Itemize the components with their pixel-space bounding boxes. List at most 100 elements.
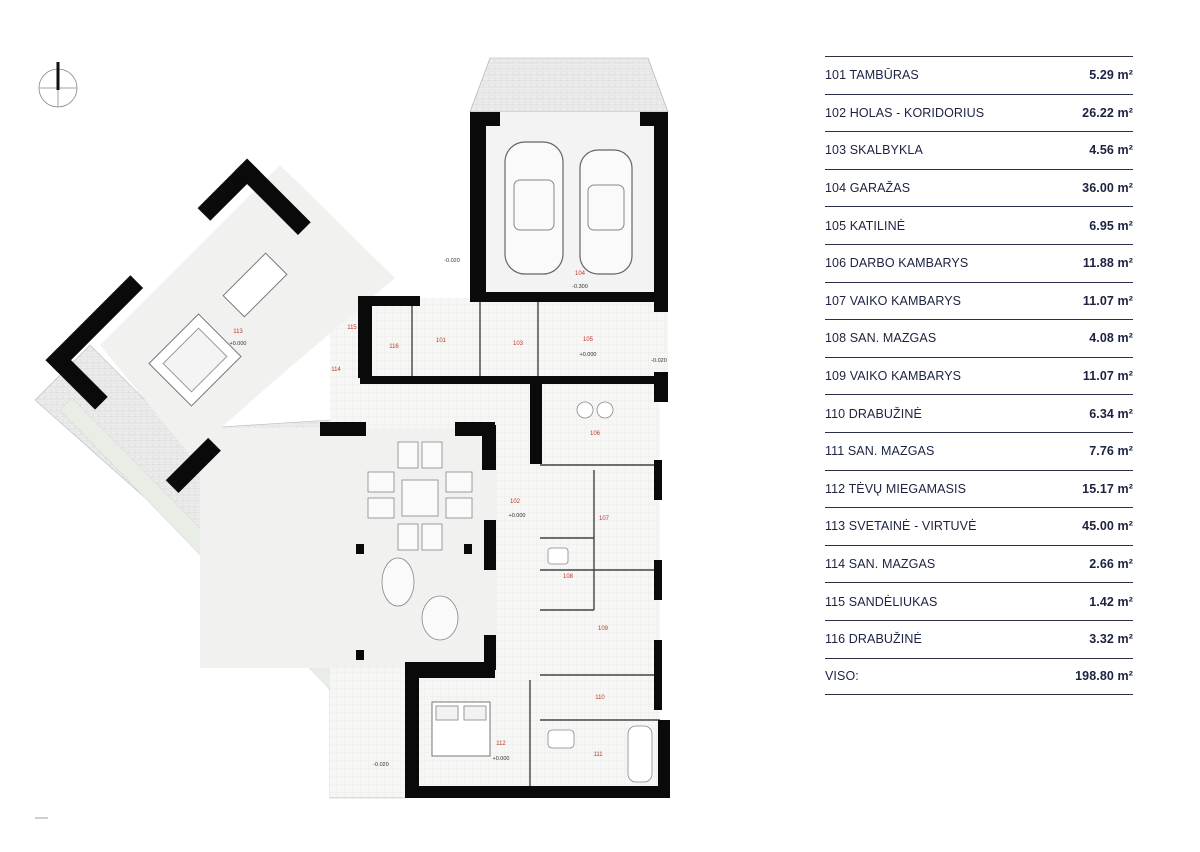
room-name: 105 KATILINĖ	[825, 218, 906, 233]
room-area-value: 11.07	[1082, 369, 1114, 384]
room-area: 3.32 m²	[1089, 632, 1133, 646]
room-area-unit: m²	[1117, 632, 1133, 647]
total-area-unit: m²	[1117, 669, 1133, 684]
room-area-value: 2.66	[1089, 557, 1114, 572]
room-area-unit: m²	[1117, 557, 1133, 572]
plan-label-105: 105	[583, 337, 594, 343]
plan-label-116: 116	[389, 344, 399, 350]
plan-label-107: 107	[599, 516, 610, 522]
room-area-value: 4.08	[1089, 331, 1114, 346]
plan-label-110: 110	[595, 695, 605, 701]
level-112: +0.000	[493, 756, 510, 762]
room-area-value: 1.42	[1089, 594, 1114, 609]
room-area-unit: m²	[1117, 594, 1133, 609]
room-row: 116 DRABUŽINĖ 3.32 m²	[825, 619, 1133, 658]
room-name: 112 TĖVŲ MIEGAMASIS	[825, 481, 967, 496]
room-row: 102 HOLAS - KORIDORIUS 26.22 m²	[825, 93, 1133, 132]
north-arrow-icon	[38, 62, 78, 108]
dining-table	[222, 252, 288, 318]
total-area-value: 198.80	[1075, 669, 1114, 684]
level-side: -0.020	[651, 358, 667, 364]
sofa-set	[148, 313, 242, 407]
plan-label-104: 104	[575, 271, 586, 277]
room-area-unit: m²	[1117, 256, 1133, 271]
room-area: 11.07 m²	[1083, 369, 1133, 383]
bed	[431, 701, 491, 757]
level-102: +0.000	[509, 513, 526, 519]
room-area: 4.56 m²	[1089, 143, 1133, 157]
room-area-value: 11.88	[1082, 256, 1114, 271]
room-area-value: 6.95	[1089, 218, 1114, 233]
room-row: 113 SVETAINĖ - VIRTUVĖ 45.00 m²	[825, 507, 1133, 545]
room-row: 109 VAIKO KAMBARYS 11.07 m²	[825, 356, 1133, 395]
plan-label-103: 103	[513, 341, 524, 347]
room-area-unit: m²	[1117, 105, 1133, 120]
room-area-unit: m²	[1117, 369, 1133, 384]
room-name: 103 SKALBYKLA	[825, 143, 923, 158]
room-name: 108 SAN. MAZGAS	[825, 331, 937, 346]
room-area-value: 7.76	[1089, 444, 1114, 459]
room-name: 114 SAN. MAZGAS	[825, 557, 936, 572]
total-area: 198.80 m²	[1075, 669, 1133, 683]
room-area: 7.76 m²	[1089, 444, 1133, 458]
room-row: 108 SAN. MAZGAS 4.08 m²	[825, 319, 1133, 357]
room-area: 45.00 m²	[1082, 519, 1133, 533]
room-name: 115 SANDĖLIUKAS	[825, 594, 938, 609]
car-right-icon	[579, 149, 633, 275]
room-row: 107 VAIKO KAMBARYS 11.07 m²	[825, 281, 1133, 320]
room-row: 115 SANDĖLIUKAS 1.42 m²	[825, 582, 1133, 620]
room-area: 26.22 m²	[1082, 106, 1133, 120]
room-area: 11.88 m²	[1083, 256, 1133, 270]
room-name: 101 TAMBŪRAS	[825, 68, 919, 83]
plan-label-108: 108	[563, 574, 574, 580]
plan-label-106: 106	[590, 431, 601, 437]
room-area: 6.95 m²	[1089, 219, 1133, 233]
plan-label-102: 102	[510, 499, 521, 505]
garage-apron	[469, 57, 669, 113]
room-name: 116 DRABUŽINĖ	[825, 632, 922, 647]
total-row: VISO:198.80 m²	[825, 657, 1133, 696]
car-left-icon	[504, 141, 564, 275]
plan-label-113: 113	[233, 329, 243, 335]
room-area-unit: m²	[1117, 143, 1133, 158]
room-area-value: 15.17	[1082, 481, 1114, 496]
room-name: 111 SAN. MAZGAS	[825, 444, 935, 459]
room-area-unit: m²	[1117, 481, 1133, 496]
room-area-unit: m²	[1117, 181, 1133, 196]
room-area-value: 26.22	[1082, 105, 1114, 120]
room-area-unit: m²	[1117, 406, 1133, 421]
room-area: 2.66 m²	[1089, 557, 1133, 571]
plan-label-101: 101	[436, 338, 447, 344]
room-area-value: 45.00	[1082, 519, 1114, 534]
living-walls	[45, 158, 311, 494]
level-105: +0.000	[580, 352, 597, 358]
room-area-value: 11.07	[1082, 293, 1114, 308]
terrace-furniture	[367, 441, 473, 641]
room-area-unit: m²	[1117, 218, 1133, 233]
plan-label-109: 109	[598, 626, 609, 632]
room-name: 113 SVETAINĖ - VIRTUVĖ	[825, 519, 977, 534]
room-area-value: 3.32	[1089, 632, 1114, 647]
room-area-unit: m²	[1117, 444, 1133, 459]
room-area-unit: m²	[1117, 68, 1133, 83]
interior-floor	[100, 112, 668, 797]
room-area-value: 4.56	[1089, 143, 1114, 158]
room-area-value: 6.34	[1089, 406, 1114, 421]
room-name: 107 VAIKO KAMBARYS	[825, 293, 962, 308]
room-name: 109 VAIKO KAMBARYS	[825, 369, 962, 384]
room-row: 114 SAN. MAZGAS 2.66 m²	[825, 544, 1133, 583]
plan-label-115: 115	[347, 325, 357, 331]
room-row: 112 TĖVŲ MIEGAMASIS 15.17 m²	[825, 469, 1133, 508]
plan-label-111: 111	[593, 752, 603, 758]
level-113: +0.000	[230, 341, 247, 347]
room-area: 6.34 m²	[1089, 407, 1133, 421]
room-area-value: 36.00	[1082, 181, 1114, 196]
room-area-unit: m²	[1117, 331, 1133, 346]
room-name: 102 HOLAS - KORIDORIUS	[825, 105, 985, 120]
room-area: 11.07 m²	[1083, 294, 1133, 308]
room-area: 15.17 m²	[1082, 482, 1133, 496]
